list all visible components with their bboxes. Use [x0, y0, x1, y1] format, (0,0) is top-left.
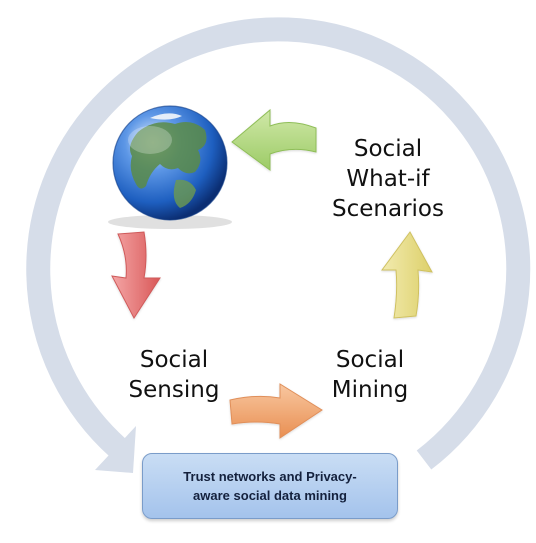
foundation-box-line: Trust networks and Privacy- [183, 469, 357, 484]
step-label-line: Scenarios [332, 196, 444, 222]
orange-arrow [229, 383, 323, 439]
step-label-line: Social [139, 347, 209, 373]
step-label-line: Sensing [128, 377, 220, 403]
outer-cycle-arrow [26, 17, 531, 473]
red-arrow [111, 231, 161, 319]
step-label-line: Social [353, 136, 423, 162]
trust-privacy-foundation-box: Trust networks and Privacy- aware social… [142, 453, 398, 519]
step-label-line: Social [335, 347, 405, 373]
earth-globe-icon [108, 105, 232, 229]
foundation-box-line: aware social data mining [193, 488, 347, 503]
step-label-line: What-if [346, 166, 430, 192]
step-label-social-mining: Social Mining [300, 345, 440, 405]
green-arrow [231, 108, 317, 171]
yellow-arrow [381, 231, 433, 319]
step-label-social-sensing: Social Sensing [104, 345, 244, 405]
step-label-line: Mining [331, 377, 409, 403]
step-label-what-if-scenarios: Social What-if Scenarios [318, 134, 458, 224]
